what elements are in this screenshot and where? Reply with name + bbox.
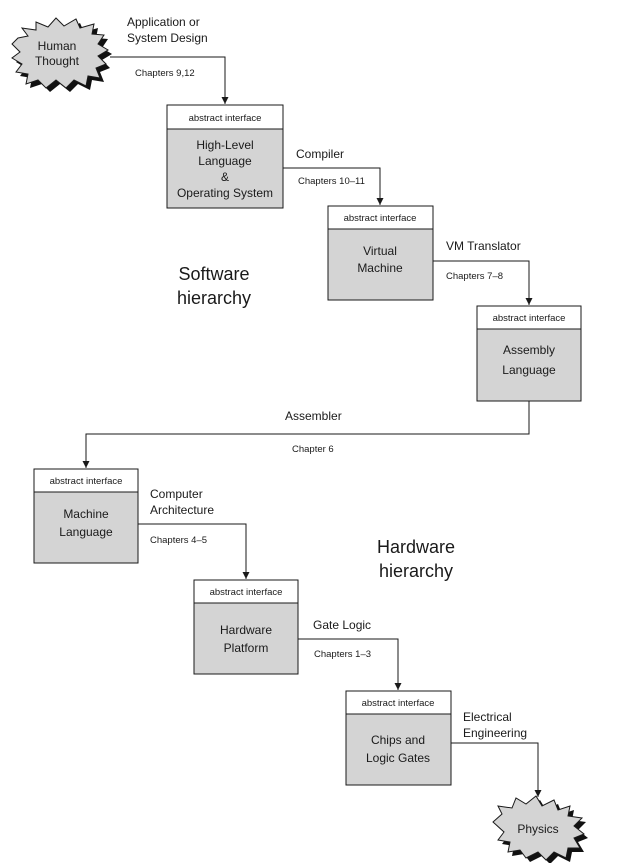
chapter-label: Chapters 7–8 [446,271,503,282]
box-body [345,713,452,786]
box-line: Language [198,154,252,168]
edge-label: Gate Logic [313,618,371,632]
edge-gate-logic [298,638,402,690]
abstract-interface-label: abstract interface [493,313,566,324]
human-thought-starburst: Human Thought [11,17,112,92]
box-line: & [221,170,229,184]
box-line: Logic Gates [366,751,430,765]
human-thought-line1: Human [38,39,77,53]
box-line: Machine [357,261,403,275]
human-thought-line2: Thought [35,54,80,68]
edge-label: Assembler [285,409,342,423]
abstract-interface-label: abstract interface [344,213,417,224]
abstract-interface-label: abstract interface [362,698,435,709]
edge-label: Engineering [463,726,527,740]
box-body [193,602,299,675]
box-high-level-language: abstract interface High-Level Language &… [166,104,284,209]
box-line: Language [502,363,556,377]
box-hardware-platform: abstract interface Hardware Platform [193,579,299,675]
box-line: Platform [224,641,269,655]
edge-label: Architecture [150,503,214,517]
box-line: Assembly [503,343,555,357]
edge-electrical-engineering [451,742,542,797]
box-body [476,328,582,402]
box-body [166,128,284,209]
physics-starburst: Physics [492,795,588,863]
box-body [327,228,434,301]
abstract-interface-label: abstract interface [210,587,283,598]
hardware-hierarchy-line1: Hardware [377,537,455,557]
abstract-interface-label: abstract interface [189,113,262,124]
box-line: Operating System [177,186,273,200]
chapter-label: Chapters 4–5 [150,535,207,546]
edge-compiler [283,167,384,205]
chapter-label: Chapters 1–3 [314,649,371,660]
box-body [33,491,139,564]
chapter-label: Chapters 9,12 [135,68,195,79]
box-chips-and-logic-gates: abstract interface Chips and Logic Gates [345,690,452,786]
edge-label: Electrical [463,710,512,724]
box-line: Language [59,525,113,539]
edge-assembler [82,401,530,468]
edge-label: VM Translator [446,239,521,253]
chapter-label: Chapters 10–11 [298,176,365,187]
edge-label: Compiler [296,147,344,161]
box-line: High-Level [196,138,253,152]
box-line: Virtual [363,244,397,258]
software-hierarchy-line1: Software [178,264,249,284]
chapter-label: Chapter 6 [292,444,334,455]
box-machine-language: abstract interface Machine Language [33,468,139,564]
box-line: Hardware [220,623,272,637]
edge-application-design [110,56,229,104]
box-assembly-language: abstract interface Assembly Language [476,305,582,402]
box-line: Machine [63,507,109,521]
software-hierarchy-line2: hierarchy [177,288,251,308]
box-line: Chips and [371,733,425,747]
abstract-interface-label: abstract interface [50,476,123,487]
edge-label: Computer [150,487,203,501]
edge-label: System Design [127,31,208,45]
hardware-hierarchy-line2: hierarchy [379,561,453,581]
edge-computer-architecture [138,523,250,579]
edge-vm-translator [433,260,533,305]
box-virtual-machine: abstract interface Virtual Machine [327,205,434,301]
physics-label: Physics [517,822,558,836]
edge-label: Application or [127,15,200,29]
